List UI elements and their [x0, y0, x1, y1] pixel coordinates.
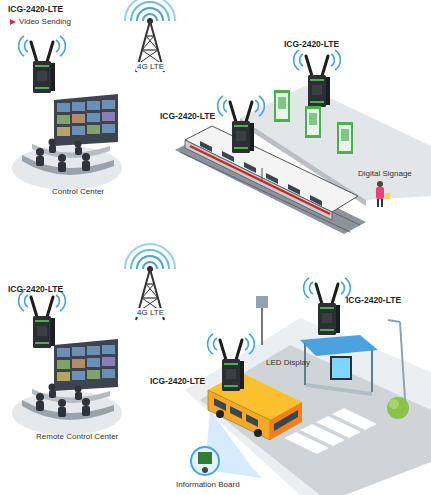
- device-label: ICG-2420-LTE: [150, 377, 205, 387]
- scene-label: Control Center: [52, 187, 104, 196]
- scene-label: Digital Signage: [358, 169, 412, 178]
- scene-label: LED Display: [266, 358, 310, 367]
- scene-label: 4G LTE: [136, 308, 165, 317]
- device-label: ICG-2420-LTE: [346, 296, 401, 306]
- device-label: ICG-2420-LTE: [160, 112, 215, 122]
- scene-label: Remote Control Center: [36, 432, 118, 441]
- device-label: ICG-2420-LTE: [284, 40, 339, 50]
- scene-label: Information Board: [176, 480, 240, 489]
- scene-label: Video Sending: [19, 17, 71, 26]
- device-label: ICG-2420-LTE: [8, 285, 63, 295]
- device-label: ICG-2420-LTE: [8, 5, 63, 15]
- scene-label: 4G LTE: [136, 62, 165, 71]
